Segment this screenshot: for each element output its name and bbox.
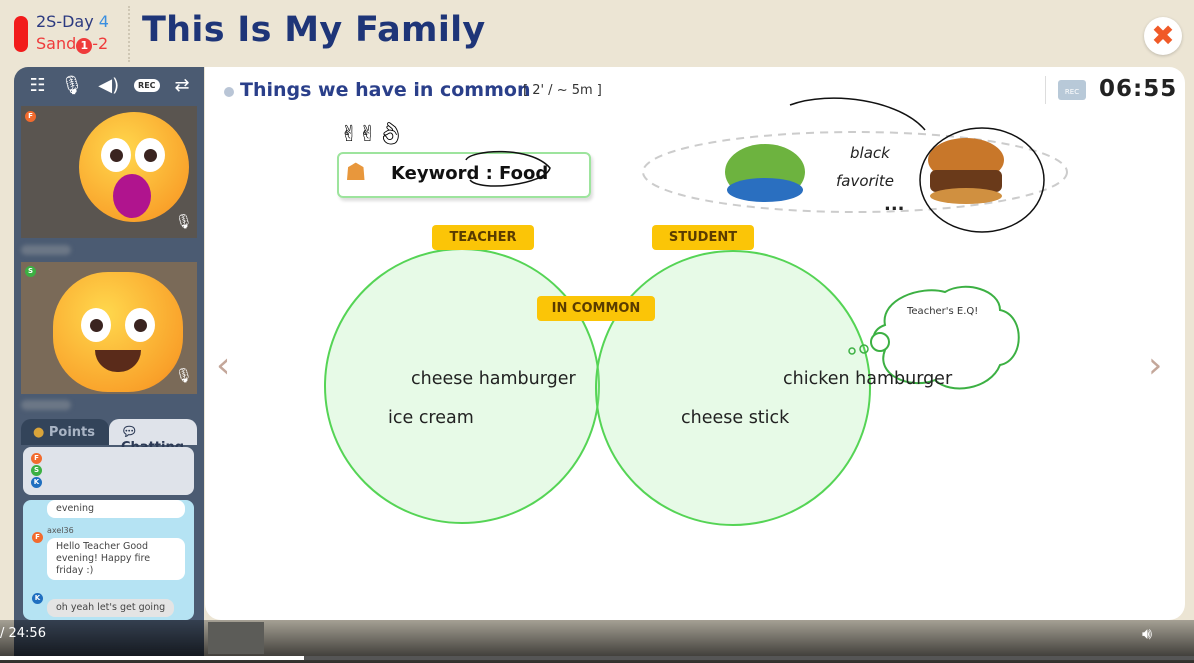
slide (205, 67, 1185, 620)
annotation-circle (919, 127, 1045, 233)
thought-word: ... (884, 194, 905, 215)
self-video-thumbnail (208, 622, 264, 654)
video-controls (0, 620, 1194, 663)
mascot-icon: ☗ (345, 158, 367, 186)
student-circle (595, 250, 871, 526)
student-item: chicken hamburger (783, 369, 953, 389)
divider (128, 6, 130, 62)
course-day: 2S-Day 4 (36, 12, 109, 31)
chat-bubble-icon: 💬︎ (121, 425, 138, 440)
counting-hands-icon: ✌✌👌︎ (340, 122, 405, 147)
venn-drawing (324, 97, 1068, 526)
keyword-box (337, 152, 591, 198)
common-label: IN COMMON (537, 296, 655, 321)
badge-k: K (32, 593, 43, 604)
badge-f: F (32, 532, 43, 543)
cloud-label: Teacher's E.Q! (907, 306, 979, 317)
keyword: Keyword : Food (391, 163, 549, 184)
microphone-icon[interactable]: 🎙︎ (60, 74, 84, 96)
chat-message: evening (47, 500, 185, 518)
page-title: This Is My Family (142, 10, 486, 50)
badge-f: F (31, 453, 42, 464)
smiling-emoji-icon (53, 272, 183, 392)
chat-username: axel36 (47, 526, 74, 535)
teacher-item: cheese hamburger (411, 369, 576, 389)
student-item: cheese stick (681, 408, 790, 428)
slide-subtitle: Things we have in common (240, 79, 531, 101)
mic-icon: 🎙︎ (175, 368, 193, 384)
mixer-icon[interactable]: ☷ (29, 74, 46, 96)
student-label: STUDENT (652, 225, 754, 250)
chat-participants: F S K (23, 447, 194, 495)
timer: 06:55 (1099, 76, 1178, 102)
thought-word: black (850, 144, 890, 162)
teacher-item: ice cream (388, 408, 474, 428)
video-progress-fill (0, 656, 305, 660)
teacher-video: F 🎙︎ (21, 106, 197, 238)
time-hint: [ 2' / ~ 5m ] (523, 83, 602, 98)
teacher-label: TEACHER (432, 225, 534, 250)
record-button[interactable]: REC (134, 78, 160, 92)
surprised-emoji-icon (79, 112, 189, 222)
switch-user-icon[interactable]: ⇄ (174, 74, 190, 96)
record-camera-icon[interactable]: REC (1058, 80, 1086, 100)
close-button[interactable]: ✖ (1144, 17, 1182, 55)
thought-word: favorite (836, 172, 894, 190)
participant-badge: S (25, 266, 36, 277)
annotation-arrow (789, 97, 926, 131)
video-time: / 24:56 (0, 626, 46, 641)
video-progress-track[interactable] (0, 656, 1194, 660)
student-video: S 🎙︎ (21, 262, 197, 394)
tab-points[interactable]: ● Points (21, 419, 109, 445)
badge-s: S (31, 465, 42, 476)
prev-slide-button[interactable]: ‹ (216, 345, 231, 386)
participant-name (21, 245, 71, 255)
divider (1045, 76, 1046, 104)
bullet (224, 87, 234, 97)
badge-k: K (31, 477, 42, 488)
participant-badge: F (25, 111, 36, 122)
participant-name (21, 400, 71, 410)
speaker-icon[interactable]: ◀) (98, 74, 120, 96)
coin-icon: ● (33, 425, 45, 440)
thought-bubble (642, 131, 1068, 213)
next-slide-button[interactable]: › (1148, 345, 1163, 386)
status-bar-indicator (14, 16, 28, 52)
mic-icon: 🎙︎ (175, 214, 193, 230)
volume-icon[interactable]: 🔊︎ (1142, 624, 1153, 643)
chat-messages[interactable]: evening axel36 F Hello Teacher Good even… (23, 500, 194, 620)
chat-message: oh yeah let's get going (47, 599, 175, 617)
cloud (872, 285, 1020, 390)
media-toolbar: ☷ 🎙︎ ◀) REC ⇄ (22, 70, 197, 100)
chat-message: Hello Teacher Good evening! Happy fire f… (47, 538, 185, 580)
